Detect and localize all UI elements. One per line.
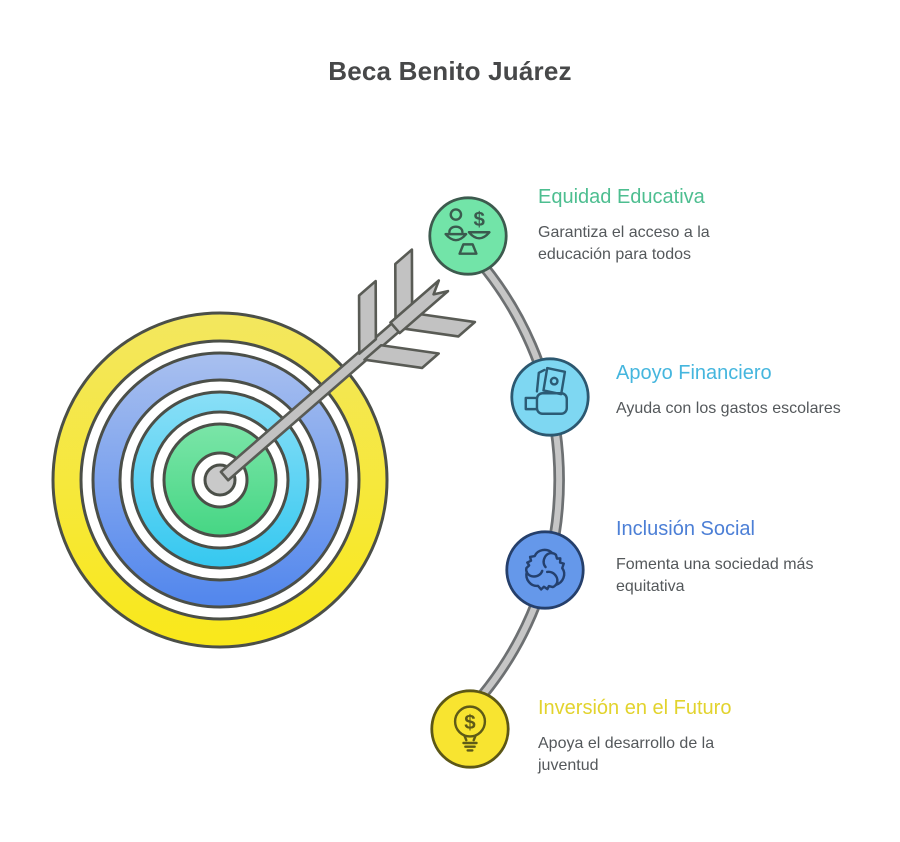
item-inclusion-social: Inclusión Social Fomenta una sociedad má… xyxy=(616,517,831,598)
item-description: Fomenta una sociedad más equitativa xyxy=(616,556,814,596)
node-circle xyxy=(430,689,510,769)
item-title: Apoyo Financiero xyxy=(616,362,772,384)
page-title: Beca Benito Juárez xyxy=(328,56,572,86)
node-circle xyxy=(510,357,590,437)
item-description: Ayuda con los gastos escolares xyxy=(616,400,841,417)
hands-together-icon xyxy=(522,548,573,598)
item-title: Inversión en el Futuro xyxy=(538,697,732,719)
item-title: Equidad Educativa xyxy=(538,186,705,208)
svg-text:$: $ xyxy=(464,711,476,734)
connector-arc xyxy=(455,235,565,725)
item-description: Apoya el desarrollo de la juventud xyxy=(538,735,715,775)
arrow xyxy=(219,248,477,482)
lightbulb-dollar-icon: $ xyxy=(453,705,487,752)
node-circle xyxy=(428,196,508,276)
hand-holding-money-icon xyxy=(524,366,568,415)
bullseye-target xyxy=(51,311,389,649)
item-apoyo-financiero: Apoyo Financiero Ayuda con los gastos es… xyxy=(616,361,866,420)
balance-scale-person-dollar-icon: $ xyxy=(444,208,491,255)
item-inversion-futuro: Inversión en el Futuro Apoya el desarrol… xyxy=(538,696,738,777)
svg-text:$: $ xyxy=(473,208,485,231)
arrow-fletching-vane xyxy=(363,343,440,370)
node-inversion-futuro: $ xyxy=(429,688,511,770)
node-apoyo-financiero xyxy=(509,356,591,438)
item-description: Garantiza el acceso a la educación para … xyxy=(538,224,710,264)
arrow-nock xyxy=(389,279,450,335)
arrow-fletching-vane xyxy=(357,279,378,355)
item-equidad-educativa: Equidad Educativa Garantiza el acceso a … xyxy=(538,185,733,266)
node-inclusion-social xyxy=(504,529,586,611)
node-equidad-educativa: $ xyxy=(427,195,509,277)
item-title: Inclusión Social xyxy=(616,518,755,540)
node-circle xyxy=(505,530,585,610)
